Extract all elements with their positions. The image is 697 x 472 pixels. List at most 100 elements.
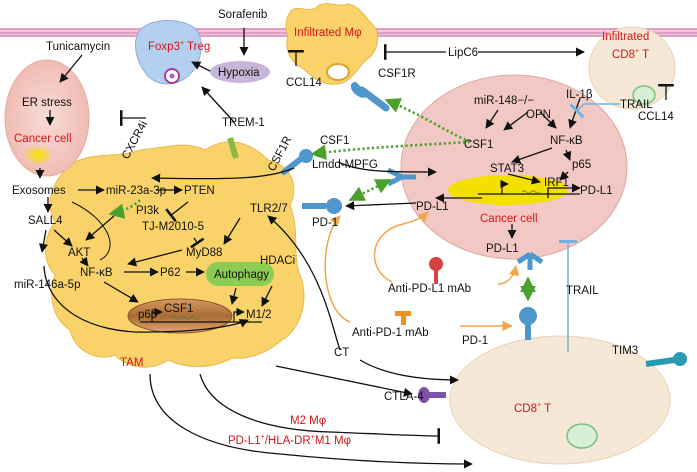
label-pdl1-mid: PD-L1 (416, 201, 449, 213)
label-lmdd: Lmdd-MPFG (312, 159, 378, 171)
label-myd88: MyD88 (186, 247, 222, 259)
dna-squiggle-cancer (521, 190, 541, 194)
cd8-nucleus-bottom (566, 423, 598, 449)
arrow-ct-tlr (267, 215, 341, 351)
label-cd8-bottom: CD8+ T (514, 402, 551, 415)
pdl1-receptor-bottom (516, 251, 544, 270)
dot-csf1-csf1r-mid (310, 140, 471, 160)
blue-inhibitions (559, 103, 620, 352)
dot-pd1-pdl1 (348, 178, 392, 202)
label-pd1-mid: PD-1 (312, 217, 338, 229)
arrow-myd88-nfkb (127, 249, 183, 267)
label-tim3: TIM3 (612, 345, 638, 357)
label-m2: M2 Mφ (290, 415, 326, 427)
ctla4-receptor (418, 387, 446, 403)
label-infiltrated-m: Infiltrated Mφ (294, 27, 362, 39)
cd8-nucleus-top (632, 85, 656, 105)
orange-antipdl1-pdl1-bottom (497, 264, 520, 285)
label-mir23a: miR-23a-3p (106, 185, 166, 197)
label-csf1-mid: CSF1 (320, 135, 349, 147)
label-lipc6: LipC6 (448, 47, 478, 59)
label-cancer-cell-left: Cancer cell (14, 133, 72, 145)
trem1-receptor (227, 137, 239, 159)
label-mir148: miR-148−/− (474, 95, 534, 107)
arrow-pdl1-pd1 (345, 201, 417, 211)
label-anti-pdl1: Anti-PD-L1 mAb (388, 283, 471, 295)
arrow-mir148-csf1 (485, 109, 499, 129)
inhibit-trail-top (569, 103, 620, 119)
tim3-receptor (645, 352, 687, 367)
inhibit-tj-myd88 (190, 237, 205, 249)
label-csf1-cancer: CSF1 (464, 139, 493, 151)
label-tlr: TLR2/7 (250, 203, 288, 215)
arrow-sall4-mir146 (38, 229, 48, 253)
label-csf1-tam: CSF1 (164, 303, 193, 315)
arrow-nfkb-stat3 (511, 147, 553, 164)
inhibit-pten-pi3k (165, 201, 189, 223)
cd8-t-cell-bottom (449, 335, 671, 465)
arrow-lmdd-pdl1 (337, 161, 437, 177)
label-pdl1-hla-m1: PD-L1+/HLA-DR+M1 Mφ (228, 434, 351, 447)
green-dotted-arrows (108, 98, 536, 302)
orange-antipdl1-pdl1-mid (373, 211, 429, 283)
orange-antipd1-pd1-mid (324, 215, 351, 323)
label-ct: CT (334, 347, 349, 359)
arrow-p65-irf1 (559, 170, 570, 181)
arrow-akt-nfkb (79, 256, 89, 267)
label-tunicamycin: Tunicamycin (46, 41, 110, 53)
inhibit-m2-cd8 (199, 373, 441, 444)
label-trail-top: TRAIL (620, 99, 653, 111)
label-cancer-cell-right: Cancer cell (480, 213, 538, 225)
macrophage-nucleus (326, 63, 350, 81)
arrow-tam-m1 (149, 373, 473, 469)
cancer-gene-bar (478, 179, 580, 195)
label-irf1: IRF1 (544, 177, 569, 189)
label-pi3k: PI3k (136, 205, 159, 217)
arrow-trem1-treg (201, 86, 235, 123)
label-infiltrated-cd8-t: CD8+ T (612, 48, 649, 61)
label-nfkb-cancer: NF-κB (550, 135, 583, 147)
pd1-receptor-bottom (519, 307, 537, 340)
label-autophagy: Autophagy (214, 269, 269, 281)
label-opn: OPN (526, 109, 551, 121)
label-trem1: TREM-1 (222, 117, 265, 129)
label-tj: TJ-M2010-5 (142, 221, 204, 233)
label-pdl1-gene: PD-L1 (580, 185, 613, 197)
label-exosomes: Exosomes (12, 185, 66, 197)
label-mir146: miR-146a-5p (14, 279, 80, 291)
dot-pi3k-tam (108, 199, 141, 219)
arrow-pi3k-akt (85, 215, 115, 241)
arrow-autophagy-m12 (229, 287, 239, 305)
arrow-tlr-myd88 (223, 217, 241, 245)
label-m12: M1/2 (246, 309, 272, 321)
pd1-receptor-mid (302, 198, 342, 214)
label-p65-cancer: p65 (572, 159, 591, 171)
black-arrows (35, 28, 581, 469)
label-trail-mid: TRAIL (566, 285, 599, 297)
arrow-nfkb-p65 (562, 149, 572, 161)
arrow-opn-nfkb (539, 111, 557, 129)
black-inhibitions (120, 44, 674, 444)
orange-arrows (324, 211, 520, 332)
arrow-tam-tlr-curve (71, 201, 111, 261)
treg-cell (134, 20, 202, 85)
arrow-ct-cd8 (359, 359, 459, 385)
arrow-gene-pdl1 (547, 183, 581, 198)
arrow-opn-csf1 (503, 111, 529, 131)
label-pten: PTEN (184, 185, 215, 197)
er-nucleus (25, 146, 51, 164)
arrow-hdaci-m12 (261, 285, 273, 307)
anti-pdl1-antibody-icon (429, 257, 443, 284)
label-p62: P62 (160, 267, 180, 279)
infiltrated-macrophage-cell (285, 3, 379, 85)
label-akt: AKT (68, 247, 90, 259)
arrow-hypoxia-treg (191, 61, 213, 73)
label-hypoxia: Hypoxia (218, 67, 260, 79)
label-il1b: IL-1β (566, 89, 593, 101)
label-hdaci: HDACi (260, 255, 295, 267)
label-ctla4: CTLA-4 (384, 391, 424, 403)
label-p65-tam: p65 (138, 309, 157, 321)
anti-pd1-antibody-icon (395, 311, 411, 325)
label-csf1r-top: CSF1R (378, 68, 416, 80)
